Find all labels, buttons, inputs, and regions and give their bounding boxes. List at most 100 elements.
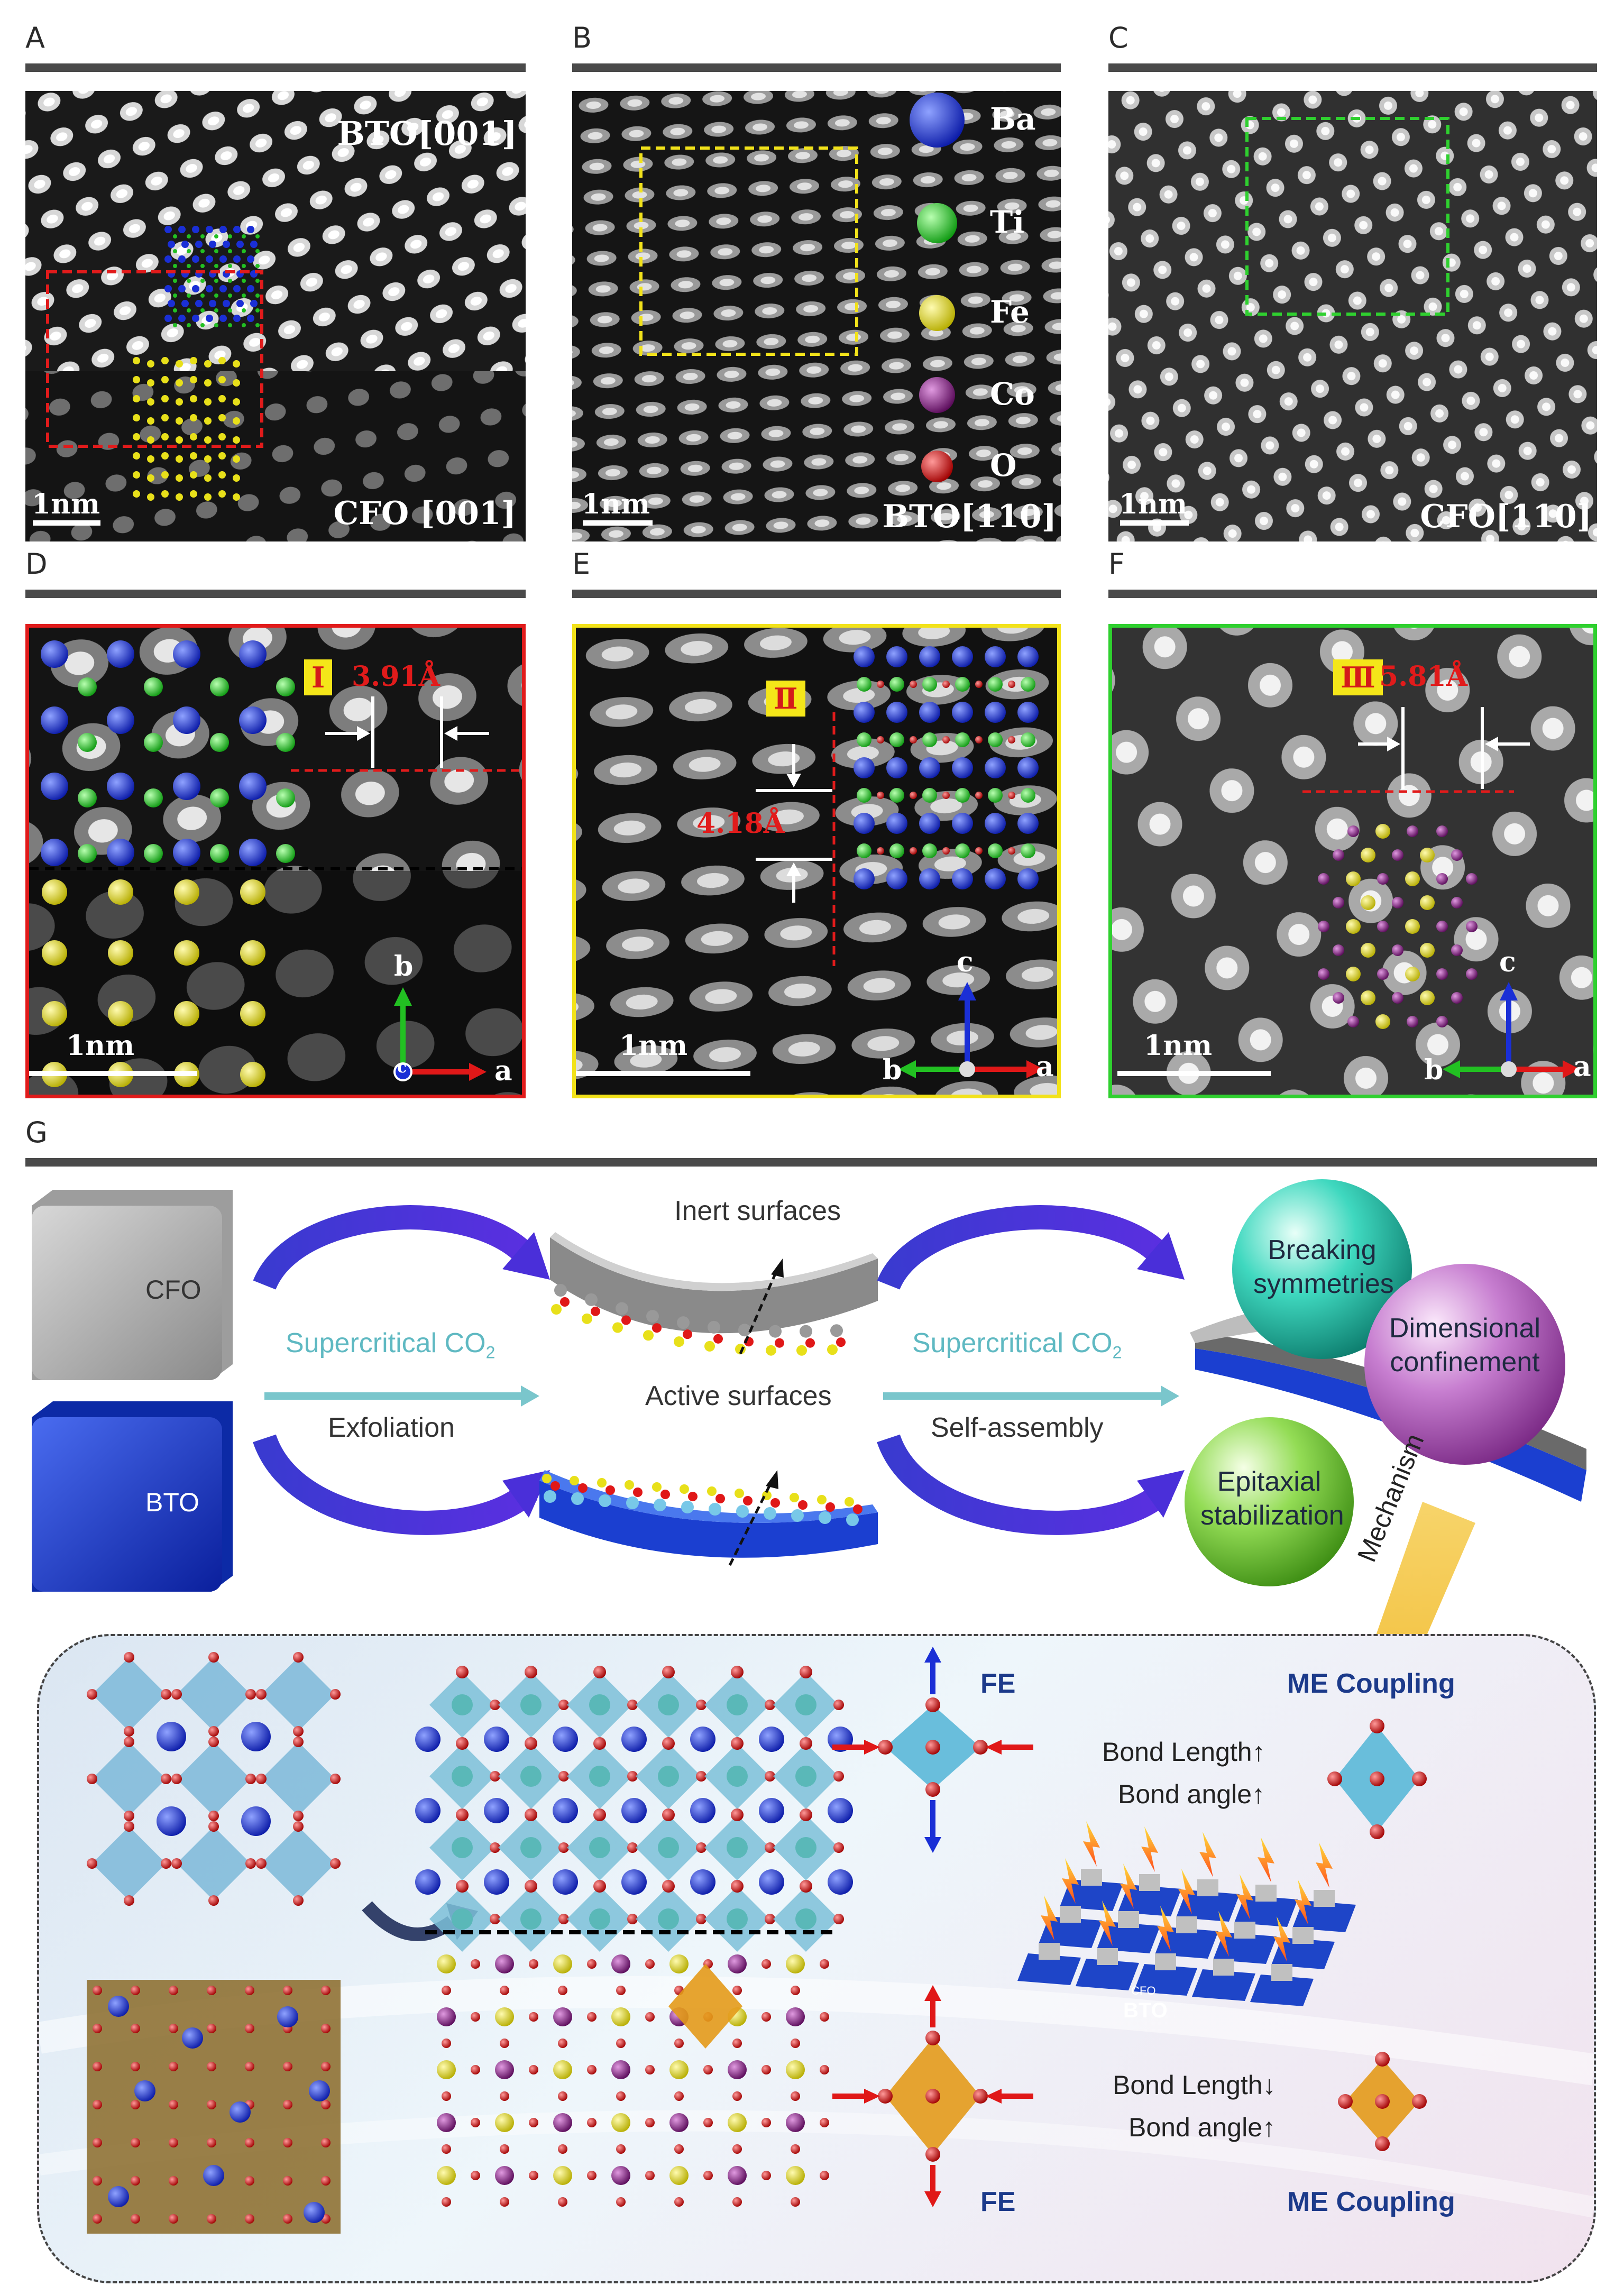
fe-atom	[161, 414, 169, 421]
ti-atom	[228, 293, 232, 298]
ba-atom	[219, 255, 227, 263]
co-atom	[1347, 825, 1359, 837]
ba-atom	[164, 285, 172, 292]
co-atom	[1451, 944, 1463, 956]
ba-atom	[236, 300, 244, 307]
o-atom	[456, 1880, 469, 1893]
fe-atom	[161, 376, 169, 383]
panel-bar-g	[25, 1158, 1597, 1167]
panel-d-axis-c: c	[397, 1058, 407, 1077]
ti-atom	[857, 732, 871, 747]
o-atom	[820, 1959, 829, 1969]
bto-pad	[1039, 1916, 1102, 1948]
ti-atom	[988, 843, 1003, 858]
o-atom	[256, 1774, 267, 1784]
o-atom	[245, 2176, 254, 2186]
bto-pad	[1060, 1879, 1123, 1911]
o-atom	[471, 1959, 480, 1969]
ti-atom	[187, 293, 191, 298]
ti-atom	[922, 843, 937, 858]
o-atom	[578, 1483, 588, 1493]
o-atom	[207, 2024, 216, 2033]
fe-atom	[204, 493, 212, 501]
ba-atom	[233, 315, 241, 322]
cfo-pillar	[1213, 1959, 1234, 1976]
molecule-bead	[738, 1324, 751, 1337]
o-atom	[169, 2138, 178, 2147]
fe-atom	[176, 398, 183, 406]
fe-atom	[233, 398, 240, 406]
co-atom	[1333, 992, 1344, 1004]
ba-atom	[241, 1722, 271, 1751]
fe-atom	[728, 2113, 747, 2132]
co-atom	[1436, 1016, 1448, 1027]
ti-atom	[144, 733, 163, 752]
molecule-bead	[654, 1499, 666, 1511]
ba-atom	[247, 285, 254, 292]
ba-atom	[173, 706, 200, 734]
o-atom	[696, 1700, 707, 1710]
molecule-bead	[846, 1513, 859, 1526]
co-atom	[1407, 1016, 1418, 1027]
ba-atom	[239, 640, 267, 668]
ti-atom	[589, 1837, 610, 1858]
ba-atom	[886, 813, 907, 834]
bto-pad	[1097, 1922, 1160, 1953]
ti-atom	[727, 1837, 748, 1858]
ba-atom	[250, 300, 258, 307]
o-atom	[732, 2039, 742, 2048]
o-atom	[169, 2176, 178, 2186]
o-atom	[245, 2214, 254, 2224]
cfo-pillar	[1118, 1911, 1139, 1928]
lightning-flame-icon	[1041, 1895, 1058, 1941]
bto-pad	[1250, 1975, 1314, 2006]
panel-d-scale-bar	[29, 1071, 197, 1076]
ti-atom	[1021, 843, 1035, 858]
o-atom	[674, 2091, 684, 2101]
fe-atom	[1346, 871, 1361, 886]
fe-atom	[553, 2166, 572, 2185]
ba-atom	[41, 839, 68, 866]
ti-atom	[452, 1908, 473, 1930]
o-atom	[616, 2039, 626, 2048]
cfo-pillar	[1255, 1885, 1277, 1902]
o-atom	[525, 1880, 537, 1893]
o-atom	[131, 2176, 140, 2186]
fe-atom	[233, 493, 240, 501]
ba-atom	[919, 702, 940, 723]
o-atom	[208, 1811, 219, 1821]
legend-atom-ti	[917, 203, 957, 243]
molecule-bead	[544, 1490, 556, 1503]
o-atom	[525, 1737, 537, 1750]
fe-atom	[611, 2007, 630, 2026]
ti-atom	[452, 1837, 473, 1858]
o-atom	[662, 1880, 675, 1893]
o-atom	[93, 2062, 102, 2071]
ba-atom	[239, 706, 267, 734]
o-atom	[731, 1880, 744, 1893]
cube-cfo-label: CFO	[145, 1275, 201, 1305]
o-atom	[770, 1498, 780, 1508]
o-atom	[207, 2100, 216, 2109]
ba-atom	[759, 1798, 784, 1823]
molecule-bead	[570, 1476, 579, 1485]
molecule-bead	[764, 1507, 776, 1520]
co-atom	[277, 2006, 298, 2027]
o-atom	[605, 1485, 615, 1495]
fe-atom	[133, 395, 140, 402]
ba-atom	[107, 640, 134, 668]
co-atom	[1392, 849, 1403, 861]
ba-atom	[952, 702, 973, 723]
fe-atom	[553, 2060, 572, 2079]
o-atom	[283, 2100, 292, 2109]
o-atom	[560, 1297, 570, 1307]
co-atom	[1407, 825, 1418, 837]
ba-atom	[484, 1869, 509, 1895]
ba-atom	[181, 300, 189, 307]
ba-atom	[195, 300, 203, 307]
o-atom	[633, 1488, 643, 1497]
co-atom	[1436, 825, 1448, 837]
o-atom	[791, 2039, 800, 2048]
co-atom	[1466, 873, 1478, 885]
fe-atom	[176, 360, 183, 368]
